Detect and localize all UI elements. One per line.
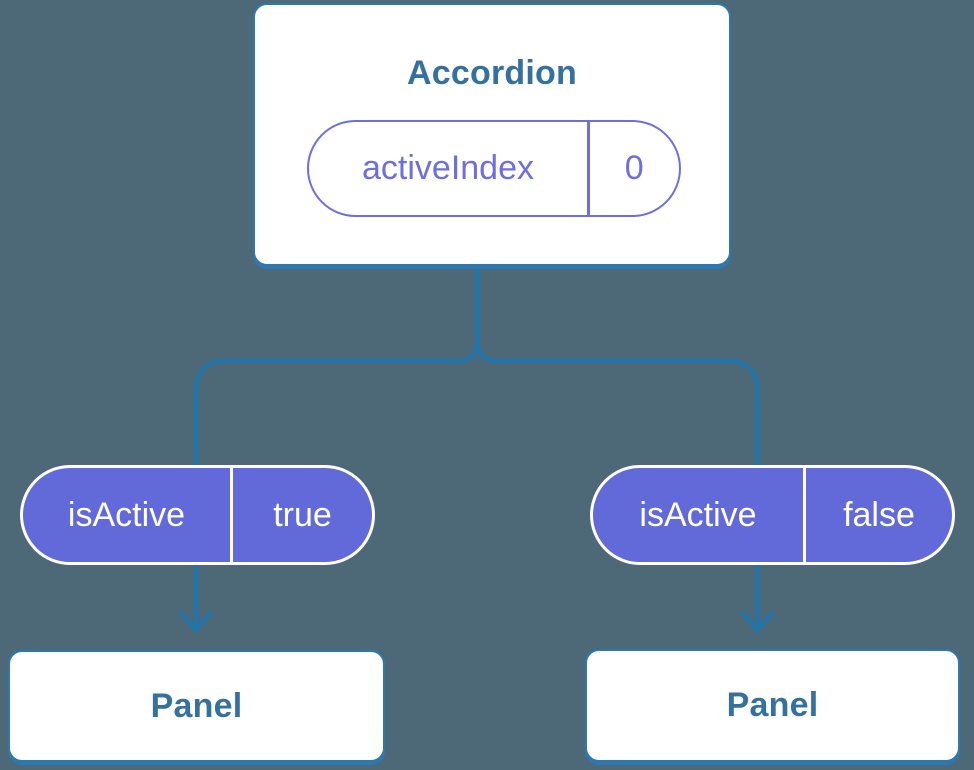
pill-divider: [803, 468, 806, 562]
pill-divider: [230, 468, 233, 562]
branch-left-line: [193, 265, 480, 628]
branch-right-line: [475, 265, 760, 628]
arrow-down-icon: [740, 610, 775, 633]
prop-pill-isactive-true: isActive true: [20, 465, 375, 565]
panel-node-left: Panel: [8, 650, 385, 762]
state-pill-activeindex: activeIndex 0: [307, 120, 681, 217]
prop-name: isActive: [67, 495, 186, 534]
panel-node-right: Panel: [585, 649, 960, 762]
state-value: 0: [624, 149, 644, 187]
state-name: activeIndex: [362, 149, 534, 187]
prop-value: false: [843, 495, 915, 534]
prop-pill-isactive-false: isActive false: [590, 465, 955, 565]
accordion-node: Accordion activeIndex 0: [253, 3, 731, 266]
accordion-title: Accordion: [407, 54, 577, 92]
prop-name: isActive: [639, 495, 757, 534]
prop-value: true: [273, 495, 332, 534]
pill-divider: [587, 122, 590, 215]
arrow-down-icon: [179, 610, 213, 633]
